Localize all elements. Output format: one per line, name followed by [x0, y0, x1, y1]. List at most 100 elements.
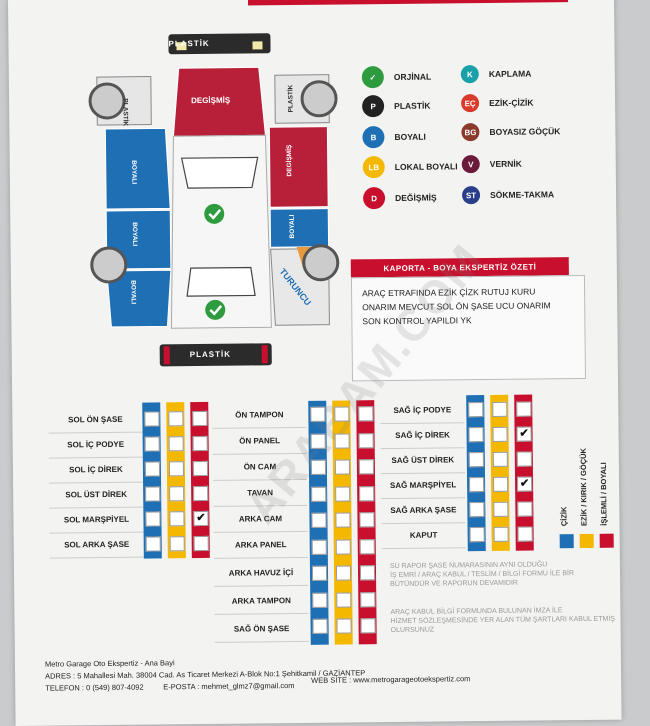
- checkbox[interactable]: [516, 451, 532, 467]
- part-label: ARKA PANEL: [213, 530, 308, 559]
- legend-label: KAPLAMA: [488, 68, 532, 79]
- legend-item-kaplama: K KAPLAMA: [460, 65, 532, 84]
- checkbox[interactable]: [144, 461, 160, 477]
- checkbox[interactable]: [358, 432, 374, 448]
- checkbox[interactable]: [493, 526, 509, 542]
- legend-code: K: [460, 65, 479, 84]
- checkbox[interactable]: [145, 486, 161, 502]
- checkbox[interactable]: [469, 527, 485, 543]
- checkbox[interactable]: [468, 452, 484, 468]
- checkbox[interactable]: [492, 451, 508, 467]
- legend-item-orijinal: ✓ORJİNAL: [361, 66, 432, 89]
- checkbox[interactable]: [311, 512, 327, 528]
- part-label: SAĞ MARŞPİYEL: [380, 472, 466, 500]
- header-bar: [247, 0, 569, 6]
- checkbox[interactable]: [145, 536, 161, 552]
- checkbox[interactable]: [359, 538, 375, 554]
- part-label: SOL ÖN ŞASE: [48, 406, 143, 434]
- checkbox[interactable]: [360, 618, 376, 634]
- left-front-door-label: BOYALI: [130, 160, 138, 185]
- checkbox[interactable]: [517, 526, 533, 542]
- checkbox[interactable]: [492, 426, 508, 442]
- checkbox[interactable]: [468, 402, 484, 418]
- key-cizik-swatch: [559, 534, 574, 549]
- checkbox[interactable]: [359, 565, 376, 581]
- checkbox[interactable]: [336, 591, 352, 608]
- part-label: SAĞ ARKA ŞASE: [381, 497, 466, 525]
- right-front-fender-label: PLASTİK: [287, 84, 295, 113]
- checkbox[interactable]: ✔: [517, 476, 533, 492]
- checkbox[interactable]: [311, 486, 327, 502]
- checkbox[interactable]: [169, 486, 185, 502]
- checkbox[interactable]: [468, 427, 484, 443]
- checkbox[interactable]: ✔: [193, 510, 209, 527]
- checkbox[interactable]: [334, 406, 350, 422]
- checkbox[interactable]: [360, 591, 376, 607]
- checkbox[interactable]: [334, 432, 350, 449]
- checkbox[interactable]: [493, 501, 509, 517]
- checkbox[interactable]: [336, 618, 352, 634]
- checkbox[interactable]: [144, 411, 160, 427]
- legend-code: BG: [461, 123, 480, 142]
- part-label: ÖN TAMPON: [212, 400, 307, 429]
- checkbox[interactable]: [310, 459, 326, 475]
- checkbox[interactable]: [335, 512, 351, 528]
- checkbox[interactable]: [335, 538, 351, 555]
- checkbox[interactable]: [335, 565, 352, 581]
- checkbox[interactable]: [469, 477, 485, 493]
- part-label: SOL MARŞPİYEL: [49, 506, 144, 534]
- checkbox[interactable]: [334, 459, 350, 475]
- checkbox[interactable]: [144, 436, 160, 452]
- checkbox[interactable]: [312, 592, 328, 608]
- checkbox[interactable]: [335, 485, 351, 502]
- checkbox[interactable]: [312, 618, 328, 634]
- checkbox[interactable]: [192, 410, 208, 427]
- checkbox[interactable]: [192, 460, 208, 477]
- key-ezik-label: EZİK / KIRIK / GÖÇÜK: [578, 448, 589, 527]
- checkbox[interactable]: [359, 485, 375, 501]
- right-rear-door-label: BOYALI: [288, 214, 296, 239]
- checkbox[interactable]: [192, 435, 208, 452]
- checkbox[interactable]: [145, 511, 161, 527]
- legend-label: LOKAL BOYALI: [394, 161, 458, 172]
- checkbox[interactable]: [492, 401, 508, 417]
- footer-email: E-POSTA : mehmet_glmz7@gmail.com: [163, 681, 295, 692]
- checkbox[interactable]: [169, 511, 185, 527]
- checkbox[interactable]: [169, 536, 185, 552]
- legend-code: EÇ: [461, 94, 480, 113]
- checkbox[interactable]: [193, 535, 209, 552]
- legend-label: SÖKME-TAKMA: [490, 189, 555, 200]
- checkbox[interactable]: [311, 539, 327, 555]
- legend-label: BOYASIZ GÖÇÜK: [489, 126, 561, 137]
- checkbox[interactable]: [358, 459, 374, 475]
- checkbox[interactable]: [359, 512, 375, 528]
- checkbox[interactable]: [310, 433, 326, 449]
- part-label: SOL İÇ PODYE: [48, 431, 143, 459]
- part-label: KAPUT: [381, 522, 466, 550]
- checkbox[interactable]: [517, 501, 533, 517]
- checkbox[interactable]: [516, 401, 532, 417]
- checkbox[interactable]: [469, 502, 485, 518]
- right-front-door-label: DEGİŞMİŞ: [285, 144, 294, 177]
- part-label: ARKA TAMPON: [214, 586, 309, 615]
- checkbox[interactable]: [168, 461, 184, 477]
- checkbox[interactable]: [358, 406, 374, 422]
- checkbox[interactable]: [311, 565, 328, 581]
- legend-label: EZİK-ÇİZİK: [489, 97, 534, 108]
- checkbox[interactable]: [168, 436, 184, 452]
- part-label: SAĞ ÜST DİREK: [380, 447, 465, 475]
- checkbox[interactable]: [310, 406, 326, 422]
- footer-company: Metro Garage Oto Ekspertiz - Ana Bayi: [44, 658, 175, 669]
- checkbox[interactable]: [493, 476, 509, 492]
- part-label: ARKA HAVUZ İÇİ: [213, 558, 309, 587]
- checkbox[interactable]: ✔: [516, 426, 532, 442]
- legend-item-ezik-cizik: EÇ EZİK-ÇİZİK: [461, 94, 534, 113]
- legend-item-boyasiz-gocuk: BG BOYASIZ GÖÇÜK: [461, 122, 561, 142]
- legend-code: P: [362, 95, 385, 118]
- checkbox[interactable]: [193, 485, 209, 502]
- legend-code: D: [362, 187, 386, 210]
- checkbox[interactable]: [168, 411, 184, 427]
